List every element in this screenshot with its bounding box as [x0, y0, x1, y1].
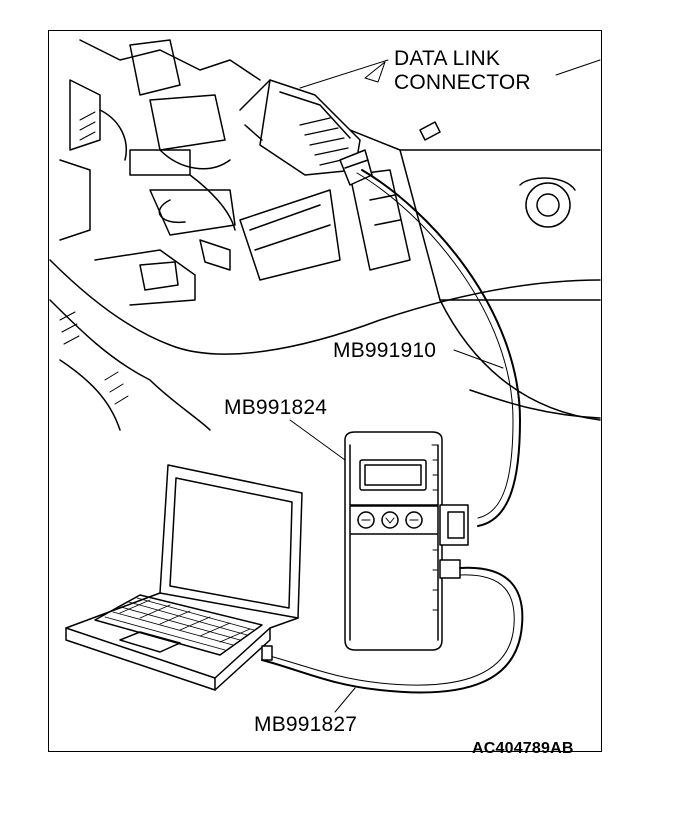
dashboard-area — [49, 39, 601, 431]
v-c-i-unit — [344, 431, 469, 651]
data-link-connector-label-line2: CONNECTOR — [394, 71, 531, 94]
laptop-pc — [65, 464, 303, 691]
figure-id: AC404789AB — [472, 740, 574, 757]
cable-mb991827-label: MB991827 — [254, 713, 358, 736]
data-link-connector — [239, 79, 373, 186]
cable-mb991910-label: MB991910 — [333, 339, 437, 362]
interface-mb991824-label: MB991824 — [224, 396, 328, 419]
data-link-connector-label-line1: DATA LINK — [394, 47, 501, 70]
